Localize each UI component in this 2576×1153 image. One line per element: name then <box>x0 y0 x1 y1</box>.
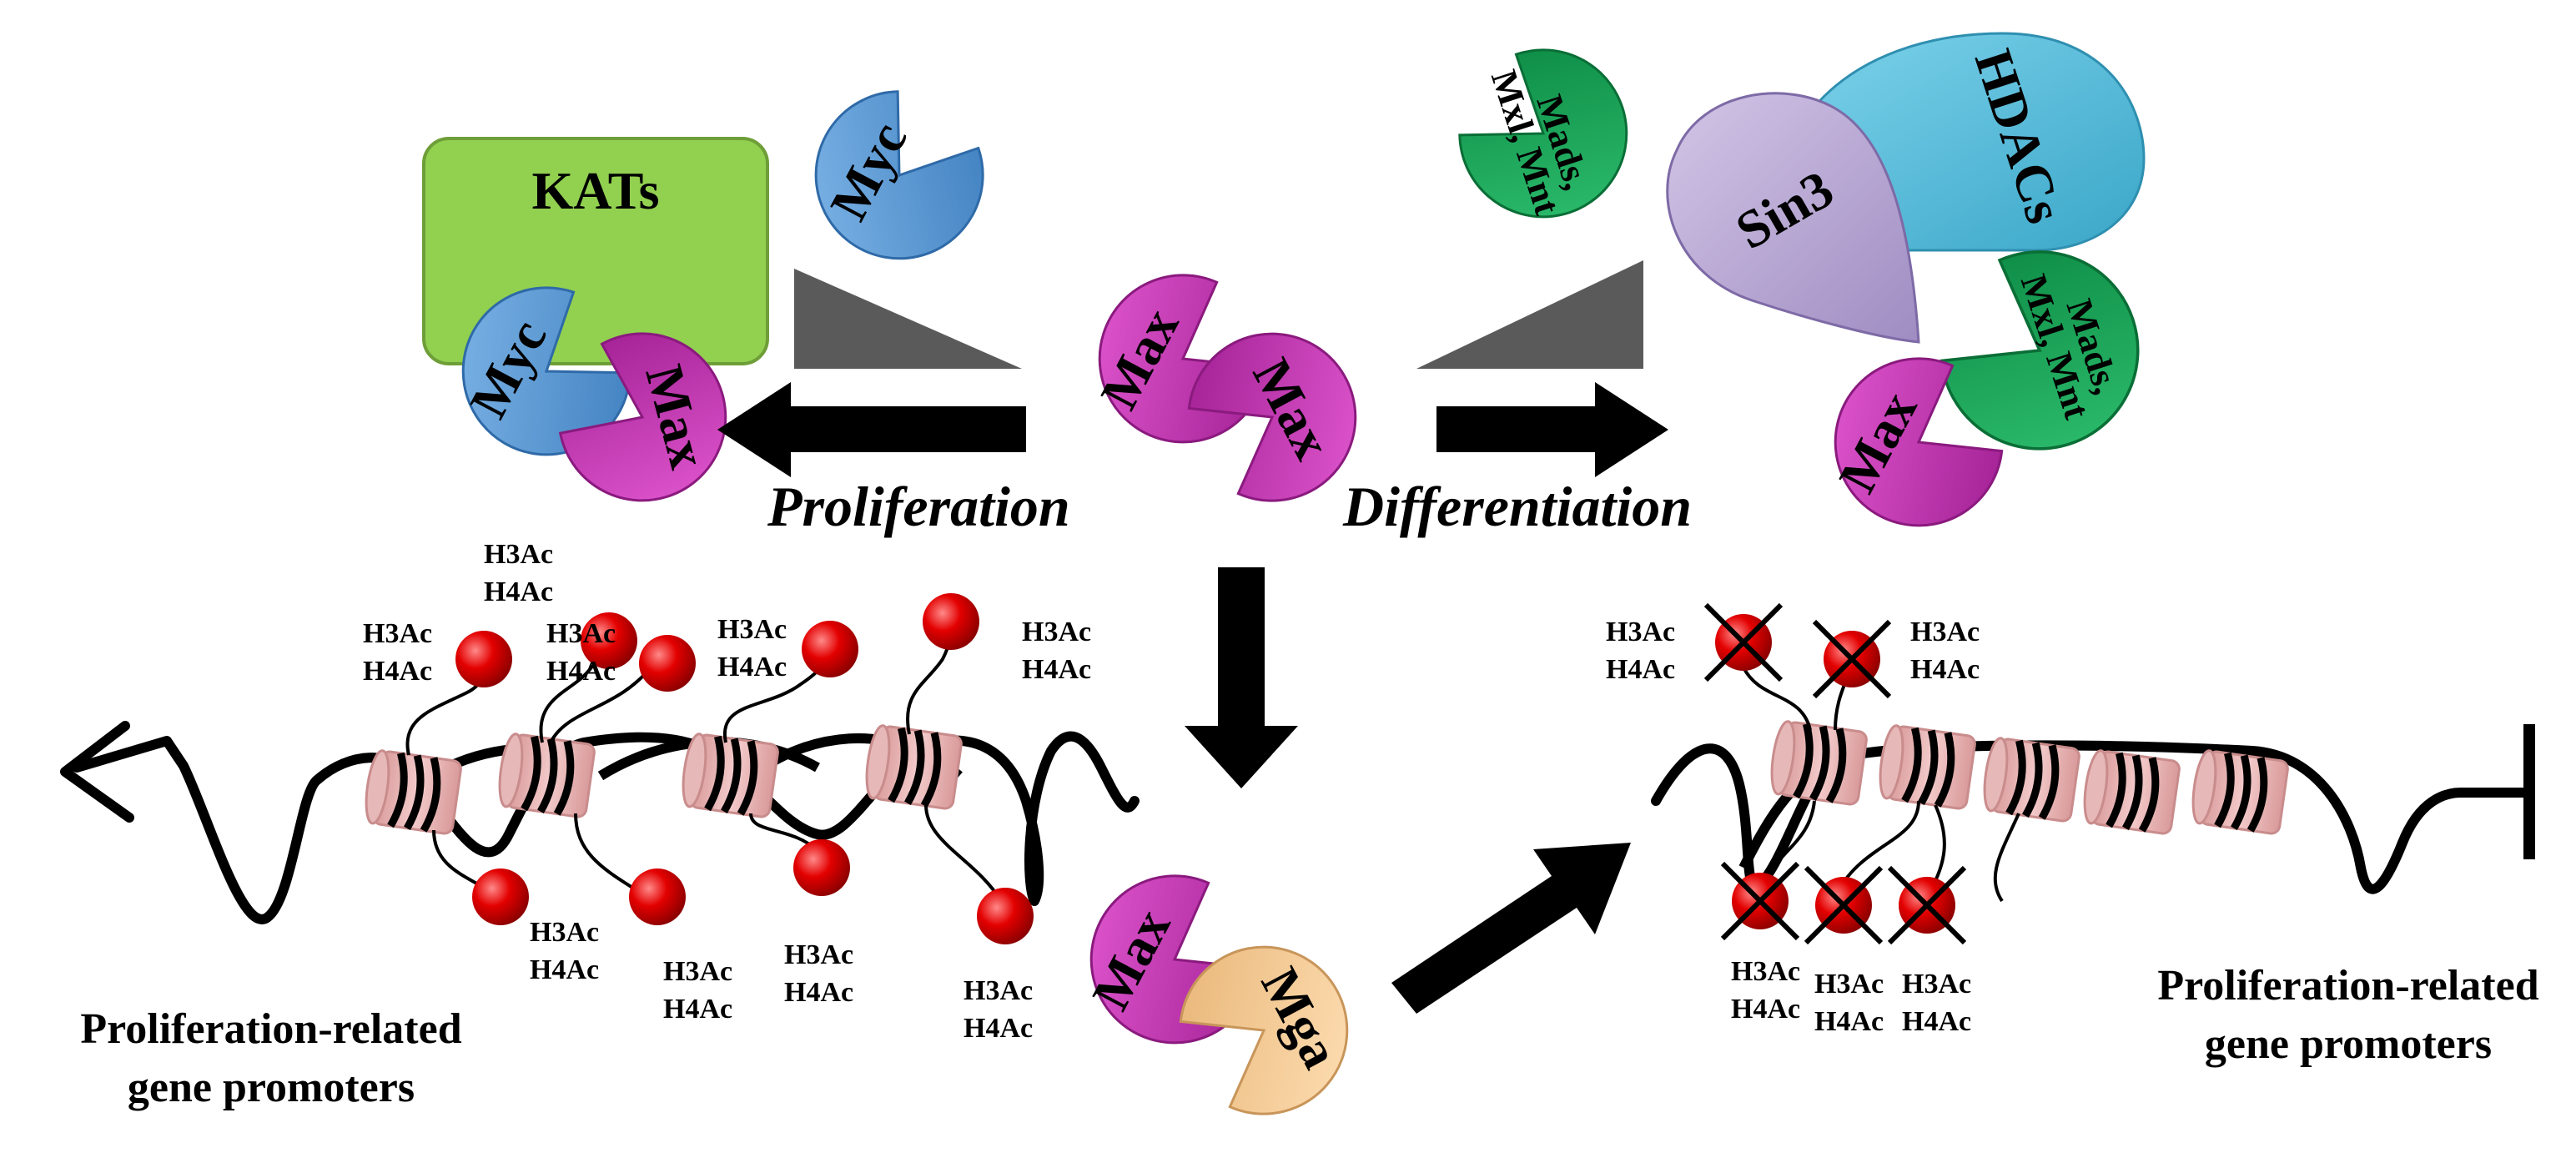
nucleosome <box>1768 720 1867 805</box>
acetyl-group <box>923 593 979 650</box>
nucleosome <box>1980 737 2080 822</box>
acetyl-group <box>639 635 696 692</box>
acetyl-group <box>793 839 850 896</box>
repressed-chromatin: H3Ac H4Ac H3Ac H4Ac H3Ac H4Ac H3Ac H4Ac … <box>1606 602 2539 1068</box>
acetyl-group <box>977 888 1034 944</box>
h4ac-label: H4Ac <box>1814 1006 1884 1037</box>
deacetylated-site <box>1703 602 1784 682</box>
mads-gradient-wedge <box>1416 260 1643 369</box>
h3ac-label: H3Ac <box>1910 617 1980 647</box>
nucleosome <box>679 733 778 818</box>
h3ac-label: H3Ac <box>1022 617 1091 647</box>
max-mga-complex: Max Mga <box>1059 852 1379 1138</box>
h4ac-label: H4Ac <box>1731 994 1800 1025</box>
h3ac-label: H3Ac <box>1902 969 1971 999</box>
h3ac-label: H3Ac <box>1606 617 1675 647</box>
left-caption-line-1: Proliferation-related <box>80 1005 461 1053</box>
h4ac-label: H4Ac <box>1606 654 1675 685</box>
acetyl-group <box>472 869 529 925</box>
deacetylated-site <box>1720 861 1800 941</box>
nucleosome <box>863 724 962 809</box>
right-caption-line-2: gene promoters <box>2205 1020 2492 1068</box>
proliferation-arrow <box>717 382 1026 477</box>
differentiation-arrow <box>1436 382 1668 477</box>
h4ac-label: H4Ac <box>546 656 616 687</box>
h4ac-label: H4Ac <box>663 994 732 1025</box>
active-chromatin: H3Ac H4Ac H3Ac H4Ac H3Ac H4Ac H3Ac H4Ac … <box>60 539 1140 1111</box>
down-arrow <box>1185 567 1298 788</box>
nucleosome <box>2080 749 2180 834</box>
left-caption-line-2: gene promoters <box>128 1064 415 1111</box>
max-homodimer: Max Max <box>1068 251 1387 525</box>
kats-complex: KATs Myc Max <box>422 137 769 530</box>
transcription-arrow-head <box>60 721 134 823</box>
repressor-complex: HDACs Sin3 Mads, Mxl, Mnt Max <box>1666 32 2176 557</box>
h3ac-label: H3Ac <box>717 614 787 645</box>
h3ac-label: H3Ac <box>1731 956 1800 987</box>
repression-arrow <box>1391 843 1631 1014</box>
kats-label: KATs <box>532 161 660 220</box>
dna-fiber-active <box>72 731 1140 924</box>
h4ac-label: H4Ac <box>530 954 599 985</box>
h4ac-label: H4Ac <box>717 652 787 682</box>
h3ac-label: H3Ac <box>530 917 599 948</box>
h3ac-label: H3Ac <box>546 618 616 649</box>
h3ac-label: H3Ac <box>1814 969 1884 999</box>
h4ac-label: H4Ac <box>484 576 553 607</box>
h4ac-label: H4Ac <box>1910 654 1980 685</box>
proliferation-label: Proliferation <box>767 475 1070 538</box>
nucleosome <box>2189 749 2288 834</box>
h3ac-label: H3Ac <box>663 956 732 987</box>
h4ac-label: H4Ac <box>784 977 853 1008</box>
h3ac-label: H3Ac <box>484 539 553 570</box>
h4ac-label: H4Ac <box>963 1013 1033 1044</box>
acetyl-group <box>629 869 686 925</box>
h4ac-label: H4Ac <box>1022 654 1091 685</box>
deacetylated-site <box>1812 619 1892 699</box>
h3ac-label: H3Ac <box>963 975 1033 1006</box>
acetyl-group <box>802 621 858 677</box>
deacetylated-site <box>1887 865 1967 945</box>
myc-gradient-wedge <box>794 269 1022 369</box>
right-caption-line-1: Proliferation-related <box>2157 962 2538 1010</box>
nucleosome <box>362 749 461 834</box>
dna-fiber-repressed <box>1651 740 2533 894</box>
differentiation-label: Differentiation <box>1342 475 1692 538</box>
acetyl-group <box>455 631 512 687</box>
nucleosome <box>496 733 595 818</box>
sin3-protein <box>1666 92 1920 344</box>
deacetylated-site <box>1804 865 1884 945</box>
h4ac-label: H4Ac <box>363 656 432 687</box>
h3ac-label: H3Ac <box>363 618 432 649</box>
h4ac-label: H4Ac <box>1902 1006 1971 1037</box>
h3ac-label: H3Ac <box>784 939 853 970</box>
nucleosome <box>1876 724 1975 809</box>
